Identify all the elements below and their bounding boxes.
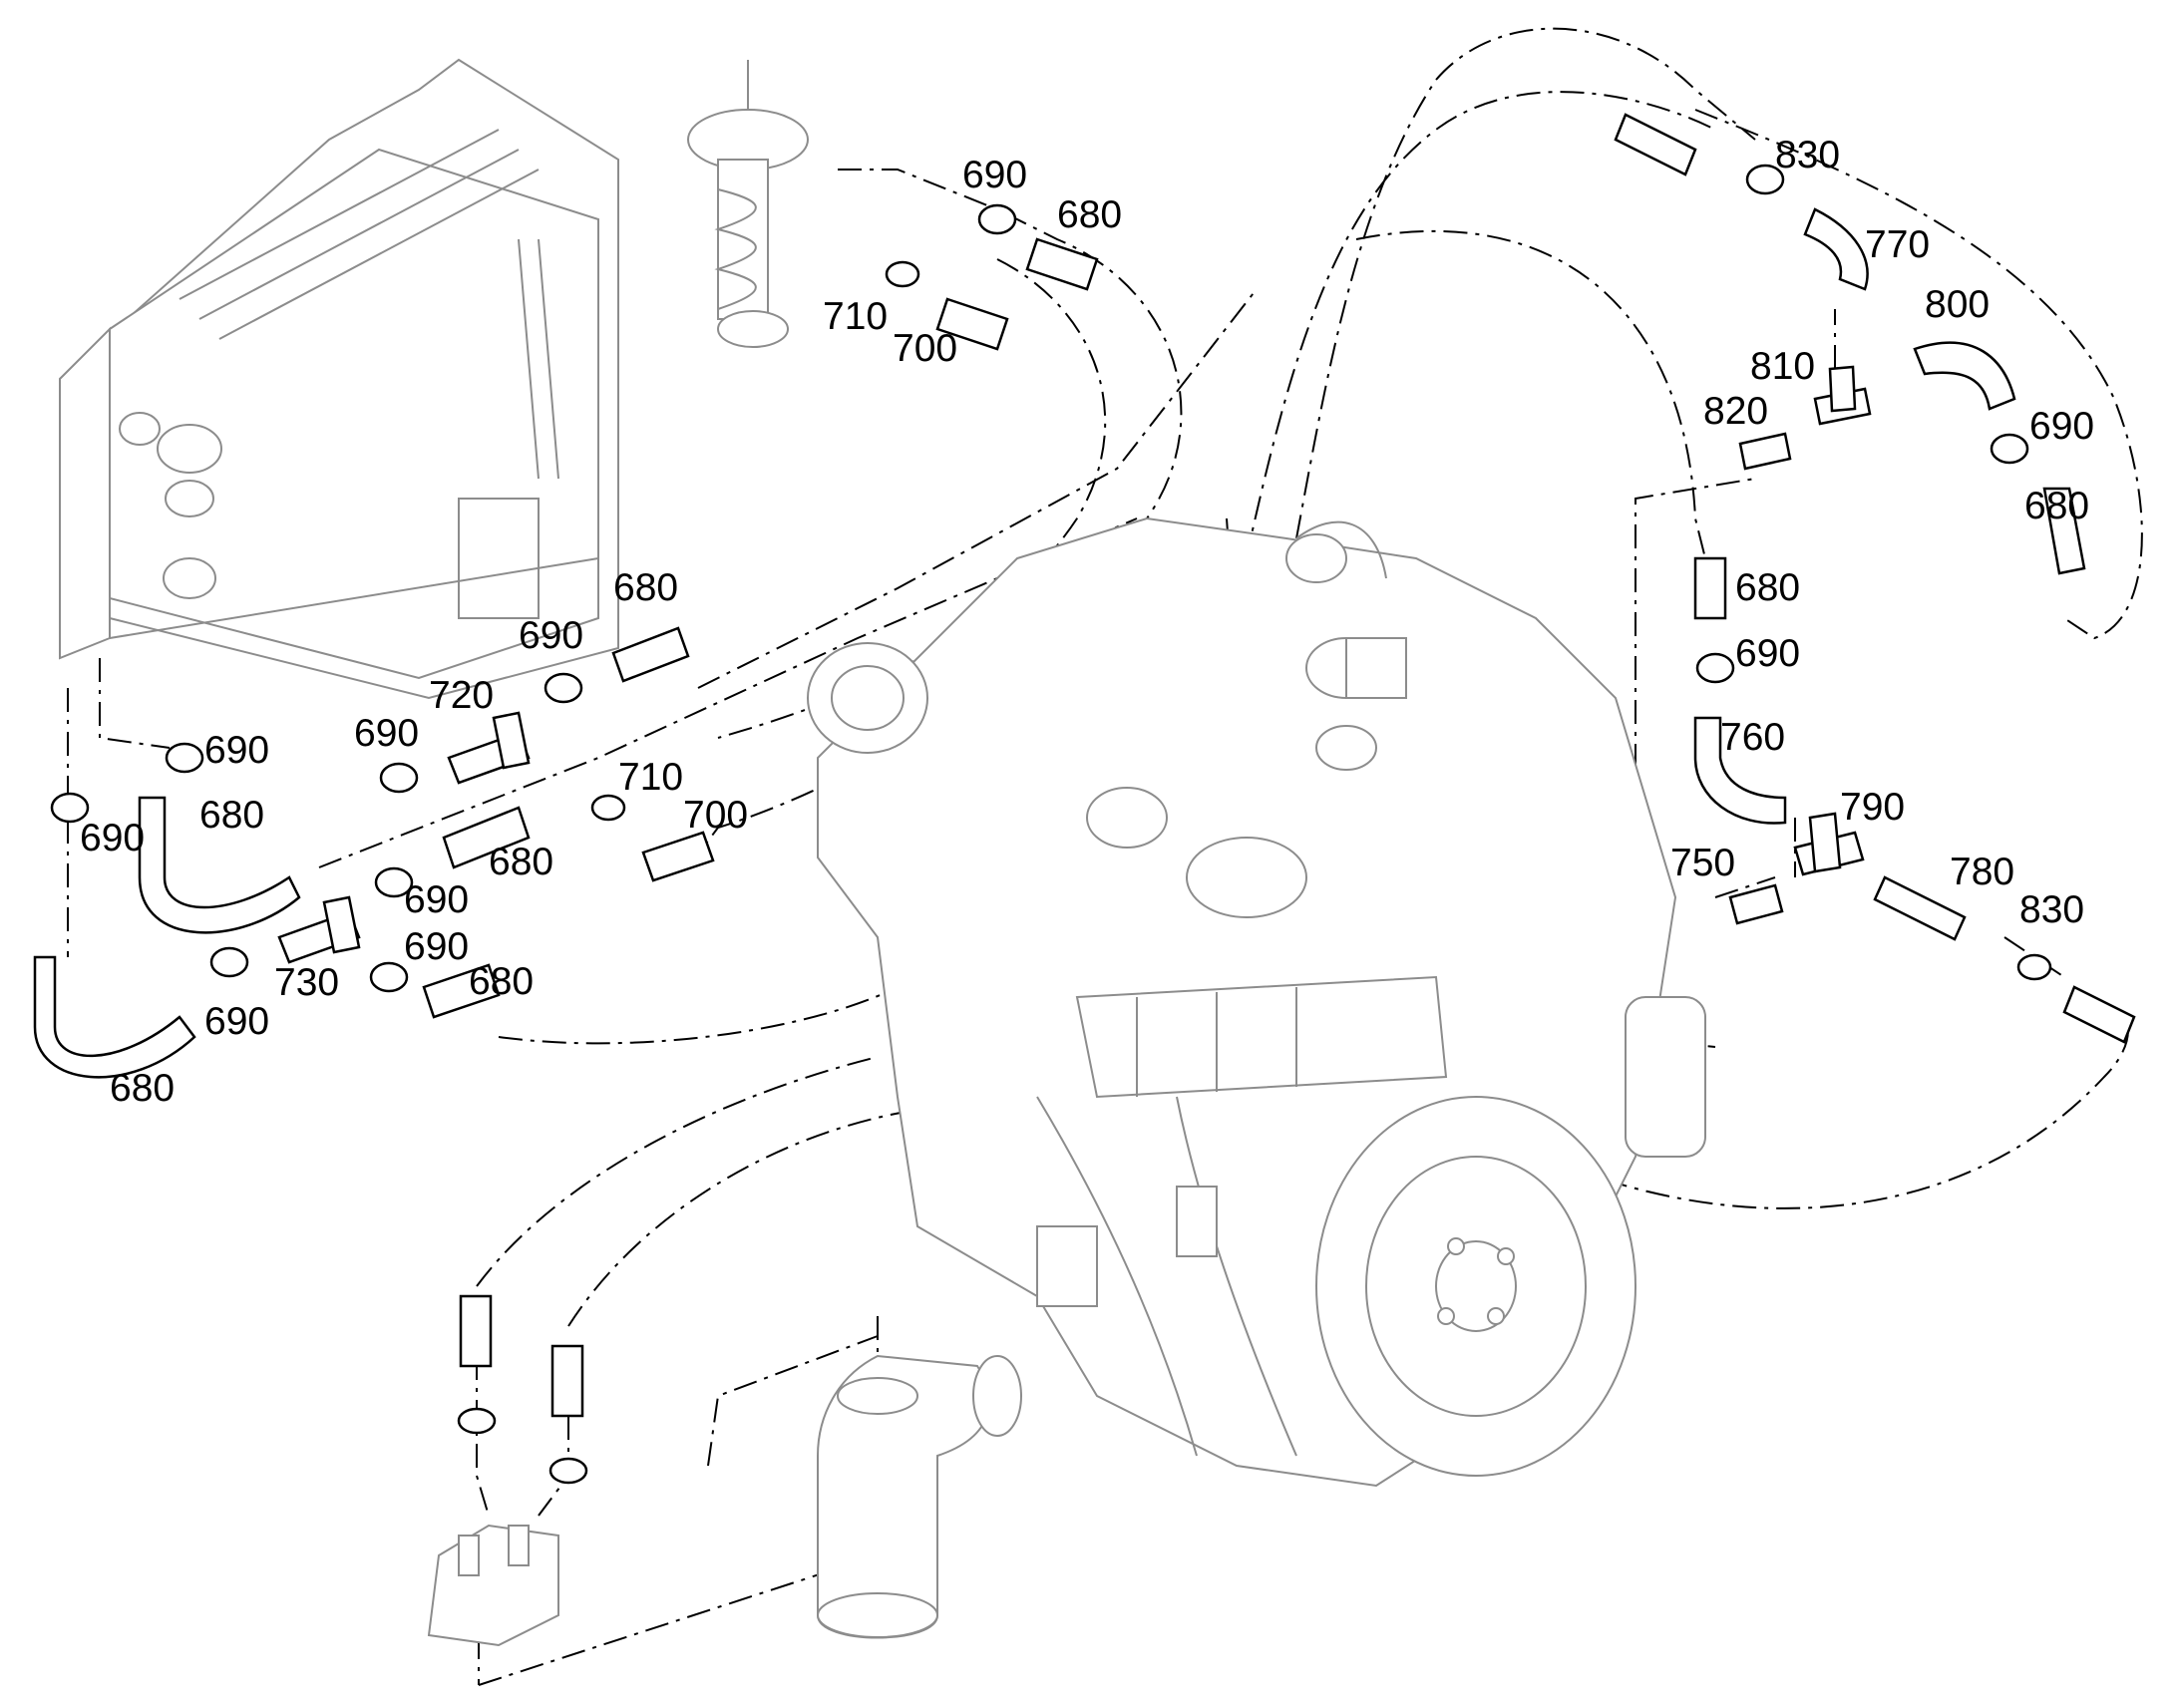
part-label: 700	[683, 794, 748, 837]
part-label: 680	[469, 960, 534, 1003]
part-label: 680	[199, 794, 264, 837]
part-label: 690	[354, 712, 419, 755]
part-label: 830	[1775, 134, 1840, 176]
part-label: 690	[1735, 632, 1800, 675]
part-label: 750	[1670, 842, 1735, 884]
part-label: 800	[1925, 283, 1990, 326]
part-label: 680	[613, 566, 678, 609]
part-label: 830	[2019, 888, 2084, 931]
part-label: 690	[80, 817, 145, 859]
part-label: 680	[110, 1067, 175, 1110]
part-label: 690	[204, 1000, 269, 1043]
pump-drawing	[427, 1524, 559, 1647]
part-label: 730	[274, 961, 339, 1004]
part-label: 690	[404, 925, 469, 968]
part-label: 690	[404, 878, 469, 921]
radiator-drawing	[59, 58, 619, 700]
hose-parts	[33, 113, 2136, 1418]
part-label: 690	[2029, 405, 2094, 448]
part-label: 680	[1057, 193, 1122, 236]
elbow-pipe-drawing	[817, 1354, 1022, 1639]
part-label: 780	[1950, 851, 2014, 893]
part-label: 790	[1840, 786, 1905, 829]
clamp-parts	[50, 164, 2052, 1485]
part-label: 690	[519, 614, 583, 657]
part-label: 710	[618, 756, 683, 799]
part-label: 710	[823, 295, 888, 338]
part-label: 820	[1703, 390, 1768, 433]
part-label: 770	[1865, 223, 1930, 266]
part-label: 810	[1750, 345, 1815, 388]
engine-drawing	[807, 516, 1706, 1488]
part-label: 700	[893, 327, 957, 370]
part-label: 690	[962, 154, 1027, 196]
part-label: 720	[429, 674, 494, 717]
part-labels: 690 680 830 770 800 710 700 810 820 690 …	[80, 134, 2094, 1110]
fitting-parts	[277, 207, 2016, 964]
level-sensor-drawing	[687, 60, 809, 348]
part-label: 680	[2024, 485, 2089, 527]
part-label: 680	[489, 841, 553, 883]
part-label: 760	[1720, 716, 1785, 759]
part-label: 680	[1735, 566, 1800, 609]
part-label: 690	[204, 729, 269, 772]
